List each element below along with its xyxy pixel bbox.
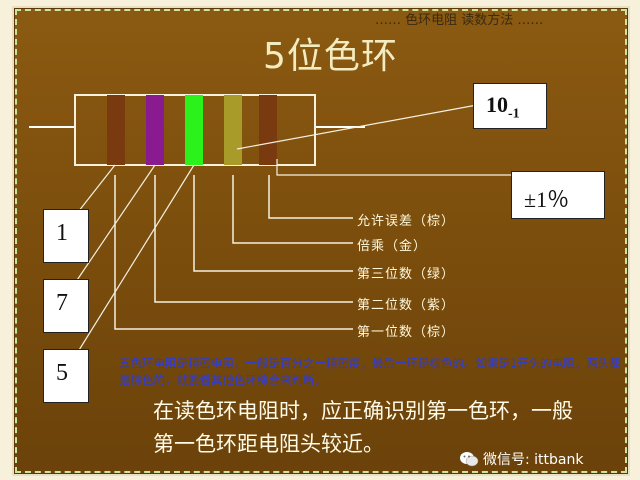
watermark-text: 微信号: ittbank xyxy=(483,452,584,468)
digit-value: 1 xyxy=(56,220,68,246)
label-multiplier: 倍乘（金） xyxy=(357,239,428,254)
digit-value: 7 xyxy=(56,290,68,316)
label-second-digit: 第二位数（紫） xyxy=(357,298,456,313)
band-1-brown xyxy=(107,95,125,165)
leader-digit-5 xyxy=(70,164,195,364)
digit-value: 5 xyxy=(56,360,68,386)
wechat-icon xyxy=(460,452,479,467)
band-2-purple xyxy=(146,95,164,165)
leader-band1 xyxy=(114,175,353,330)
top-header-fragment: …… 色环电阻 读数方法 …… xyxy=(375,13,544,28)
label-third-digit: 第三位数（绿） xyxy=(357,267,456,282)
band-3-green xyxy=(185,95,203,165)
tolerance-box: ±1％ xyxy=(511,171,605,219)
leader-band4 xyxy=(232,175,353,244)
slide: …… 色环电阻 读数方法 …… 5位色环 10-1 ±1％ xyxy=(14,8,628,474)
multiplier-value-box: 10-1 xyxy=(473,83,547,129)
band-5-brown xyxy=(259,95,277,165)
digit-box-1: 1 xyxy=(43,209,89,263)
resistor-diagram xyxy=(29,94,514,364)
leader-band3 xyxy=(193,175,353,272)
leader-tolerance-box xyxy=(276,159,514,183)
digit-box-3: 5 xyxy=(43,349,89,403)
label-first-digit: 第一位数（棕） xyxy=(357,325,456,340)
leader-digit-7 xyxy=(70,164,156,290)
note-text: 五色环电阻是精密电阻，一般是百分之一精密度，最后一环是棕色的。如果是1开头的电阻… xyxy=(119,356,621,387)
label-tolerance: 允许误差（棕） xyxy=(357,214,456,229)
leader-band2 xyxy=(154,175,353,303)
leader-band5 xyxy=(268,175,353,219)
leader-value-box xyxy=(236,104,478,150)
multiplier-exponent: -1 xyxy=(508,106,520,122)
watermark: 微信号: ittbank xyxy=(459,447,583,471)
multiplier-base: 10 xyxy=(486,92,508,117)
digit-box-2: 7 xyxy=(43,279,89,333)
tolerance-value: ±1％ xyxy=(524,187,570,212)
main-text: 在读色环电阻时，应正确识别第一色环，一般第一色环距电阻头较近。 xyxy=(153,399,573,456)
band-4-gold xyxy=(224,95,242,165)
slide-title: 5位色环 xyxy=(263,36,398,77)
